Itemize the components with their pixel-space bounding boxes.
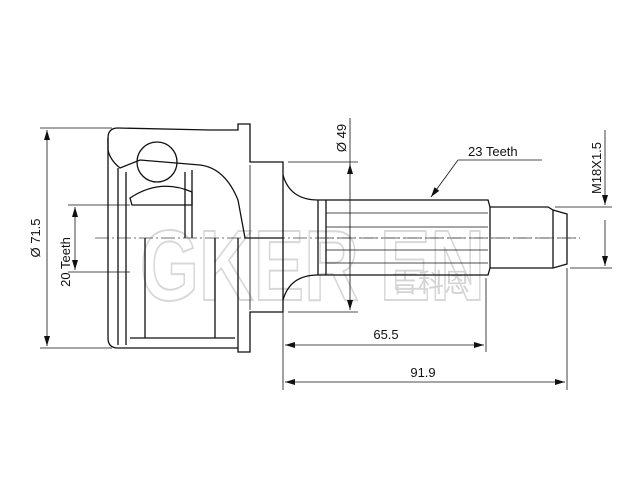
inner-teeth-label: 20 Teeth bbox=[58, 237, 73, 287]
watermark-logo: GKER EN 吉科恩 bbox=[139, 209, 486, 323]
dim-outer-teeth: 23 Teeth bbox=[430, 144, 542, 198]
dim-lengths: 65.5 91.9 bbox=[282, 268, 568, 390]
splined-shaft bbox=[282, 174, 580, 301]
svg-text:GKER EN: GKER EN bbox=[140, 210, 485, 322]
outer-diameter-label: Ø 71.5 bbox=[28, 218, 43, 257]
total-length-label: 91.9 bbox=[410, 365, 435, 380]
spline-length-label: 65.5 bbox=[373, 327, 398, 342]
thread-label: M18X1.5 bbox=[589, 142, 604, 194]
dim-outer-diameter: Ø 71.5 bbox=[28, 127, 112, 349]
dim-inner-teeth: 20 Teeth bbox=[58, 204, 130, 287]
outer-teeth-label: 23 Teeth bbox=[468, 144, 518, 159]
ball bbox=[136, 141, 178, 183]
outer-housing bbox=[107, 123, 284, 353]
dim-seal-diameter: Ø 49 bbox=[288, 118, 358, 313]
dim-thread: M18X1.5 bbox=[555, 130, 612, 269]
svg-text:吉科恩: 吉科恩 bbox=[392, 269, 470, 299]
seal-diameter-label: Ø 49 bbox=[334, 124, 349, 152]
